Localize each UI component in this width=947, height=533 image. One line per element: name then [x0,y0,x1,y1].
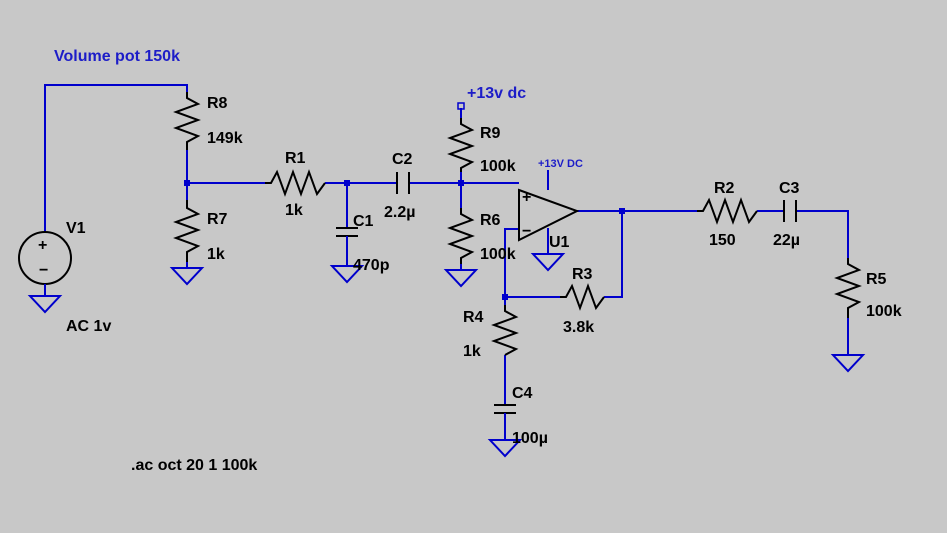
resistor-r1[interactable] [265,169,326,197]
r8-value-label: 149k [207,130,243,147]
resistor-r6[interactable] [447,208,475,264]
opamp-supply-label: +13V DC [538,158,583,170]
c2-name-label: C2 [392,151,413,168]
c3-value-label: 22µ [773,232,800,249]
resistor-r5[interactable] [834,258,862,318]
r6-name-label: R6 [480,212,501,229]
ground-r6 [443,264,479,288]
supply-label: +13v dc [467,85,526,102]
c1-value-label: 470p [353,257,390,274]
r9-value-label: 100k [480,158,516,175]
r2-name-label: R2 [714,180,735,197]
c4-value-label: 100µ [512,430,548,447]
junction-dot-r8-r7 [184,180,190,186]
r4-value-label: 1k [463,343,481,360]
v1-minus-symbol: − [39,262,48,279]
v1-name-label: V1 [66,220,86,237]
r5-name-label: R5 [866,271,887,288]
r5-value-label: 100k [866,303,902,320]
v1-value-label: AC 1v [66,318,111,335]
r1-value-label: 1k [285,202,303,219]
resistor-r8[interactable] [173,92,201,150]
capacitor-c4[interactable] [487,404,523,458]
opamp-plus-symbol: + [522,189,531,206]
resistor-r7[interactable] [173,200,201,262]
c1-name-label: C1 [353,213,374,230]
source-v1[interactable]: + − [18,231,72,314]
r4-name-label: R4 [463,309,484,326]
junction-dot-c1 [344,180,350,186]
junction-dot-feedback [502,294,508,300]
sim-directive[interactable]: .ac oct 20 1 100k [131,457,257,474]
r6-value-label: 100k [480,246,516,263]
r2-value-label: 150 [709,232,736,249]
resistor-r2[interactable] [697,197,758,225]
c4-name-label: C4 [512,385,533,402]
r7-value-label: 1k [207,246,225,263]
resistor-r3[interactable] [560,283,605,311]
ground-r7 [169,262,205,286]
c2-value-label: 2.2µ [384,204,415,221]
u1-name-label: U1 [549,234,570,251]
r3-name-label: R3 [572,266,593,283]
c3-name-label: C3 [779,180,800,197]
junction-dot-output [619,208,625,214]
supply-flag-13v[interactable] [457,102,465,110]
v1-plus-symbol: + [38,237,47,254]
ground-r5 [830,354,866,373]
resistor-r4[interactable] [491,305,519,356]
capacitor-c2[interactable] [396,172,410,194]
capacitor-c1[interactable] [329,227,365,284]
opamp-u1[interactable]: + − [518,188,580,272]
resistor-r9[interactable] [447,118,475,172]
r7-name-label: R7 [207,211,228,228]
r3-value-label: 3.8k [563,319,594,336]
junction-dots [184,180,625,300]
volume-pot-label: Volume pot 150k [54,48,180,65]
r8-name-label: R8 [207,95,228,112]
r9-name-label: R9 [480,125,501,142]
capacitor-c3[interactable] [783,200,797,222]
junction-dot-r9-r6 [458,180,464,186]
opamp-minus-symbol: − [522,223,531,240]
r1-name-label: R1 [285,150,306,167]
